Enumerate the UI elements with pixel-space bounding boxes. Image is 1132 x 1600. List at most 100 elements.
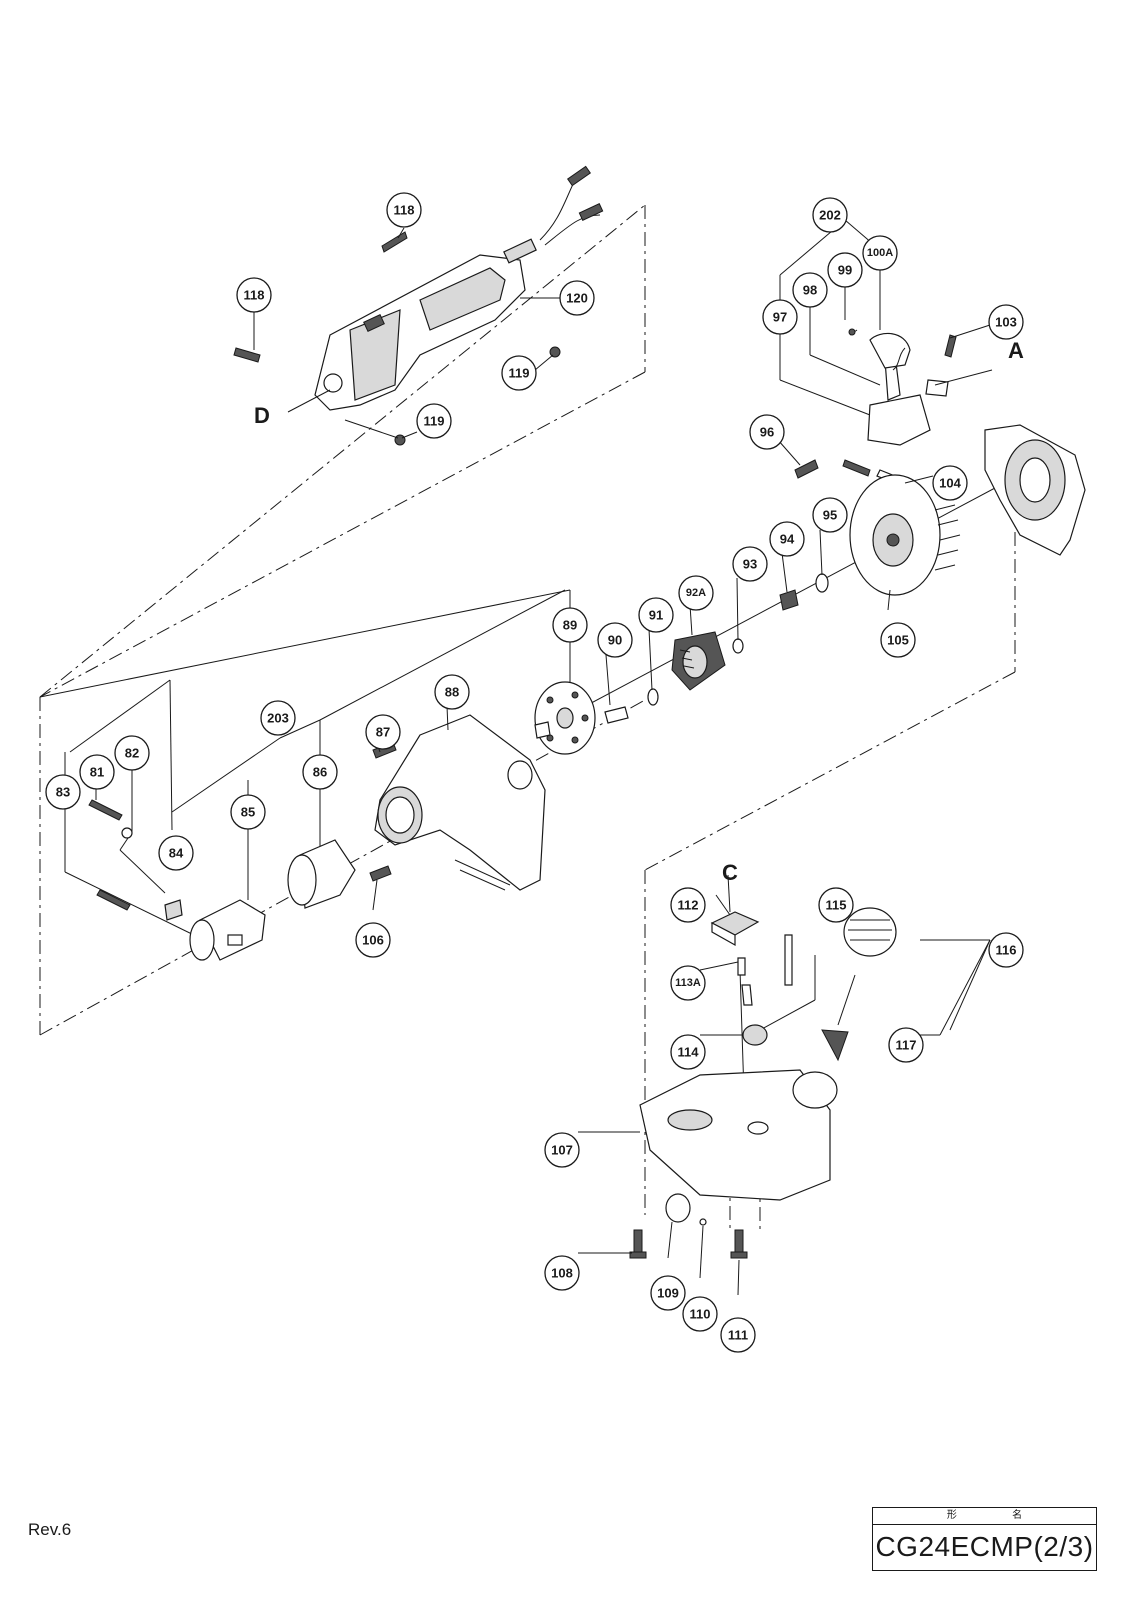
flywheel-part bbox=[849, 474, 961, 596]
callout-90: 90 bbox=[597, 622, 633, 658]
part-109 bbox=[665, 1193, 691, 1223]
svg-text:87: 87 bbox=[376, 725, 390, 740]
svg-text:106: 106 bbox=[362, 933, 384, 948]
model-name: CG24ECMP(2/3) bbox=[875, 1531, 1094, 1562]
callout-107: 107 bbox=[544, 1132, 580, 1168]
svg-text:92A: 92A bbox=[686, 587, 706, 599]
svg-text:98: 98 bbox=[803, 283, 817, 298]
callout-119-bottom: 119 bbox=[416, 403, 452, 439]
part-110 bbox=[699, 1218, 707, 1226]
svg-text:86: 86 bbox=[313, 765, 327, 780]
callout-118-left: 118 bbox=[236, 277, 272, 313]
tube-115 bbox=[784, 934, 793, 986]
callout-109: 109 bbox=[650, 1275, 686, 1311]
callout-87: 87 bbox=[365, 714, 401, 750]
callout-94: 94 bbox=[769, 521, 805, 557]
callout-112: 112 bbox=[670, 887, 706, 923]
callout-84: 84 bbox=[158, 835, 194, 871]
clutch-part bbox=[671, 631, 726, 691]
callouts: 118 118 120 119 119 202 100A 99 98 97 10… bbox=[45, 192, 1024, 1353]
callout-96: 96 bbox=[749, 414, 785, 450]
fuel-filter-part bbox=[710, 911, 760, 947]
ignition-coil-part bbox=[794, 328, 957, 487]
ref-letter-a: A bbox=[1008, 338, 1024, 363]
svg-text:118: 118 bbox=[394, 203, 415, 218]
callout-91: 91 bbox=[638, 597, 674, 633]
cap-cord-117 bbox=[837, 974, 856, 1026]
washer-82 bbox=[121, 827, 133, 839]
leader-lines bbox=[253, 227, 993, 1296]
callout-110: 110 bbox=[682, 1296, 718, 1332]
callout-99: 99 bbox=[827, 252, 863, 288]
callout-115: 115 bbox=[818, 887, 854, 923]
svg-text:202: 202 bbox=[819, 208, 841, 223]
callout-111: 111 bbox=[720, 1317, 756, 1353]
callout-103: 103 bbox=[988, 304, 1024, 340]
callout-88: 88 bbox=[434, 674, 470, 710]
callout-86: 86 bbox=[302, 754, 338, 790]
svg-text:115: 115 bbox=[826, 898, 847, 913]
callout-202: 202 bbox=[812, 197, 848, 233]
svg-text:120: 120 bbox=[566, 291, 588, 306]
callout-114: 114 bbox=[670, 1034, 706, 1070]
washer-95 bbox=[815, 573, 829, 593]
svg-text:84: 84 bbox=[169, 846, 184, 861]
callout-85: 85 bbox=[230, 794, 266, 830]
grommet-114 bbox=[742, 1024, 768, 1046]
svg-text:91: 91 bbox=[649, 608, 663, 623]
callout-97: 97 bbox=[762, 299, 798, 335]
reference-letters: D A C bbox=[254, 338, 1024, 885]
callout-83: 83 bbox=[45, 774, 81, 810]
screw-111 bbox=[734, 1229, 744, 1256]
ref-letter-d: D bbox=[254, 403, 270, 428]
clutch-housing-part bbox=[374, 714, 546, 891]
svg-text:89: 89 bbox=[563, 618, 577, 633]
svg-text:119: 119 bbox=[424, 414, 445, 429]
clamp-part bbox=[189, 899, 266, 961]
svg-text:90: 90 bbox=[608, 633, 622, 648]
sleeve-part bbox=[287, 839, 356, 909]
hose-113A bbox=[737, 957, 746, 976]
model-label: 形 名 bbox=[873, 1508, 1096, 1525]
bolt-90 bbox=[604, 706, 629, 724]
callout-82: 82 bbox=[114, 735, 150, 771]
revision-label: Rev.6 bbox=[28, 1520, 72, 1539]
crankcase-part bbox=[984, 424, 1086, 556]
svg-text:88: 88 bbox=[445, 685, 459, 700]
callout-89: 89 bbox=[552, 607, 588, 643]
svg-text:110: 110 bbox=[690, 1307, 711, 1322]
svg-text:118: 118 bbox=[244, 288, 265, 303]
svg-text:104: 104 bbox=[939, 476, 961, 491]
svg-text:94: 94 bbox=[780, 532, 795, 547]
svg-text:109: 109 bbox=[657, 1286, 679, 1301]
callout-92A: 92A bbox=[678, 575, 714, 611]
svg-text:105: 105 bbox=[887, 633, 909, 648]
svg-text:114: 114 bbox=[678, 1045, 700, 1060]
screw-83 bbox=[96, 889, 131, 911]
washer-91 bbox=[647, 688, 659, 706]
part-drawings bbox=[88, 165, 1086, 1259]
fuel-tank-part bbox=[639, 1069, 838, 1201]
svg-text:203: 203 bbox=[267, 711, 289, 726]
handle-part bbox=[233, 165, 604, 446]
svg-text:100A: 100A bbox=[867, 247, 893, 259]
svg-text:108: 108 bbox=[551, 1266, 573, 1281]
svg-text:111: 111 bbox=[728, 1328, 748, 1343]
callout-93: 93 bbox=[732, 546, 768, 582]
svg-text:81: 81 bbox=[90, 765, 104, 780]
screw-108 bbox=[633, 1229, 643, 1256]
svg-text:96: 96 bbox=[760, 425, 774, 440]
svg-text:97: 97 bbox=[773, 310, 787, 325]
callout-81: 81 bbox=[79, 754, 115, 790]
part-84 bbox=[164, 899, 183, 921]
clutch-drum-part bbox=[534, 681, 596, 755]
svg-text:112: 112 bbox=[678, 898, 699, 913]
svg-text:82: 82 bbox=[125, 746, 139, 761]
svg-text:116: 116 bbox=[996, 943, 1017, 958]
svg-text:107: 107 bbox=[551, 1143, 573, 1158]
callout-108: 108 bbox=[544, 1255, 580, 1291]
ref-letter-c: C bbox=[722, 860, 738, 885]
screw-81 bbox=[88, 799, 123, 821]
